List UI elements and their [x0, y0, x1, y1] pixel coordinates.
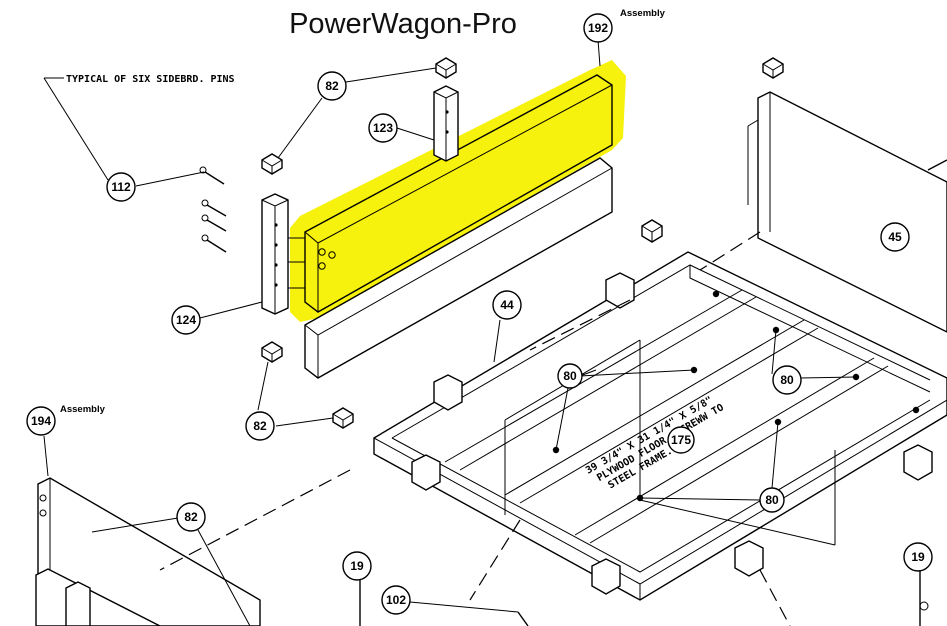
sidebrd-pins — [199, 166, 227, 253]
svg-text:82: 82 — [184, 510, 198, 524]
highlighted-board-192[interactable] — [290, 60, 626, 322]
callout-82-bottom[interactable]: 82 — [176, 502, 206, 532]
sidebrd-note: TYPICAL OF SIX SIDEBRD. PINS — [66, 74, 235, 85]
callout-19-left[interactable]: 19 — [342, 551, 372, 581]
assembly-dashed-lines — [159, 231, 791, 626]
callout-80-a[interactable]: 80 — [557, 363, 583, 389]
callout-82-mid[interactable]: 82 — [245, 411, 275, 441]
svg-text:175: 175 — [671, 433, 691, 447]
plywood-floor-175 — [504, 339, 836, 546]
side-board-192-outline — [304, 74, 613, 313]
assembly-label-194: Assembly — [60, 404, 106, 415]
svg-text:80: 80 — [765, 493, 779, 507]
leader-lines — [43, 39, 857, 626]
callout-44[interactable]: 44 — [492, 290, 522, 320]
callout-112[interactable]: 112 — [106, 172, 136, 202]
end-panel-45 — [747, 91, 947, 333]
callout-194[interactable]: 194 — [26, 406, 56, 436]
callout-175[interactable]: 175 — [667, 426, 695, 454]
svg-text:45: 45 — [888, 230, 902, 244]
svg-text:112: 112 — [111, 180, 131, 194]
callout-45[interactable]: 45 — [880, 222, 910, 252]
callout-19-right[interactable]: 19 — [903, 542, 933, 572]
svg-text:44: 44 — [500, 298, 514, 312]
svg-text:19: 19 — [350, 559, 364, 573]
diagram-title: PowerWagon-Pro — [289, 8, 517, 40]
callout-80-c[interactable]: 80 — [759, 487, 785, 513]
svg-text:19: 19 — [911, 550, 925, 564]
bottom-hardware — [359, 565, 929, 626]
svg-text:82: 82 — [325, 79, 339, 93]
callout-102[interactable]: 102 — [381, 585, 411, 615]
stake-124 — [261, 193, 305, 315]
stake-123 — [433, 85, 459, 162]
callout-80-b[interactable]: 80 — [772, 365, 802, 395]
callout-123[interactable]: 123 — [368, 113, 398, 143]
svg-text:124: 124 — [176, 313, 196, 327]
svg-text:80: 80 — [780, 373, 794, 387]
floor-frame-44 — [373, 251, 947, 601]
svg-text:80: 80 — [563, 369, 577, 383]
svg-text:192: 192 — [588, 21, 608, 35]
svg-text:123: 123 — [373, 121, 393, 135]
callout-124[interactable]: 124 — [171, 305, 201, 335]
svg-text:194: 194 — [31, 414, 51, 428]
side-assembly-194 — [35, 477, 261, 626]
lower-side-board — [304, 157, 613, 379]
callout-82-top[interactable]: 82 — [317, 71, 347, 101]
assembly-label-192: Assembly — [620, 8, 666, 19]
callout-192[interactable]: 192 — [583, 13, 613, 43]
svg-text:82: 82 — [253, 419, 267, 433]
svg-text:102: 102 — [386, 593, 406, 607]
